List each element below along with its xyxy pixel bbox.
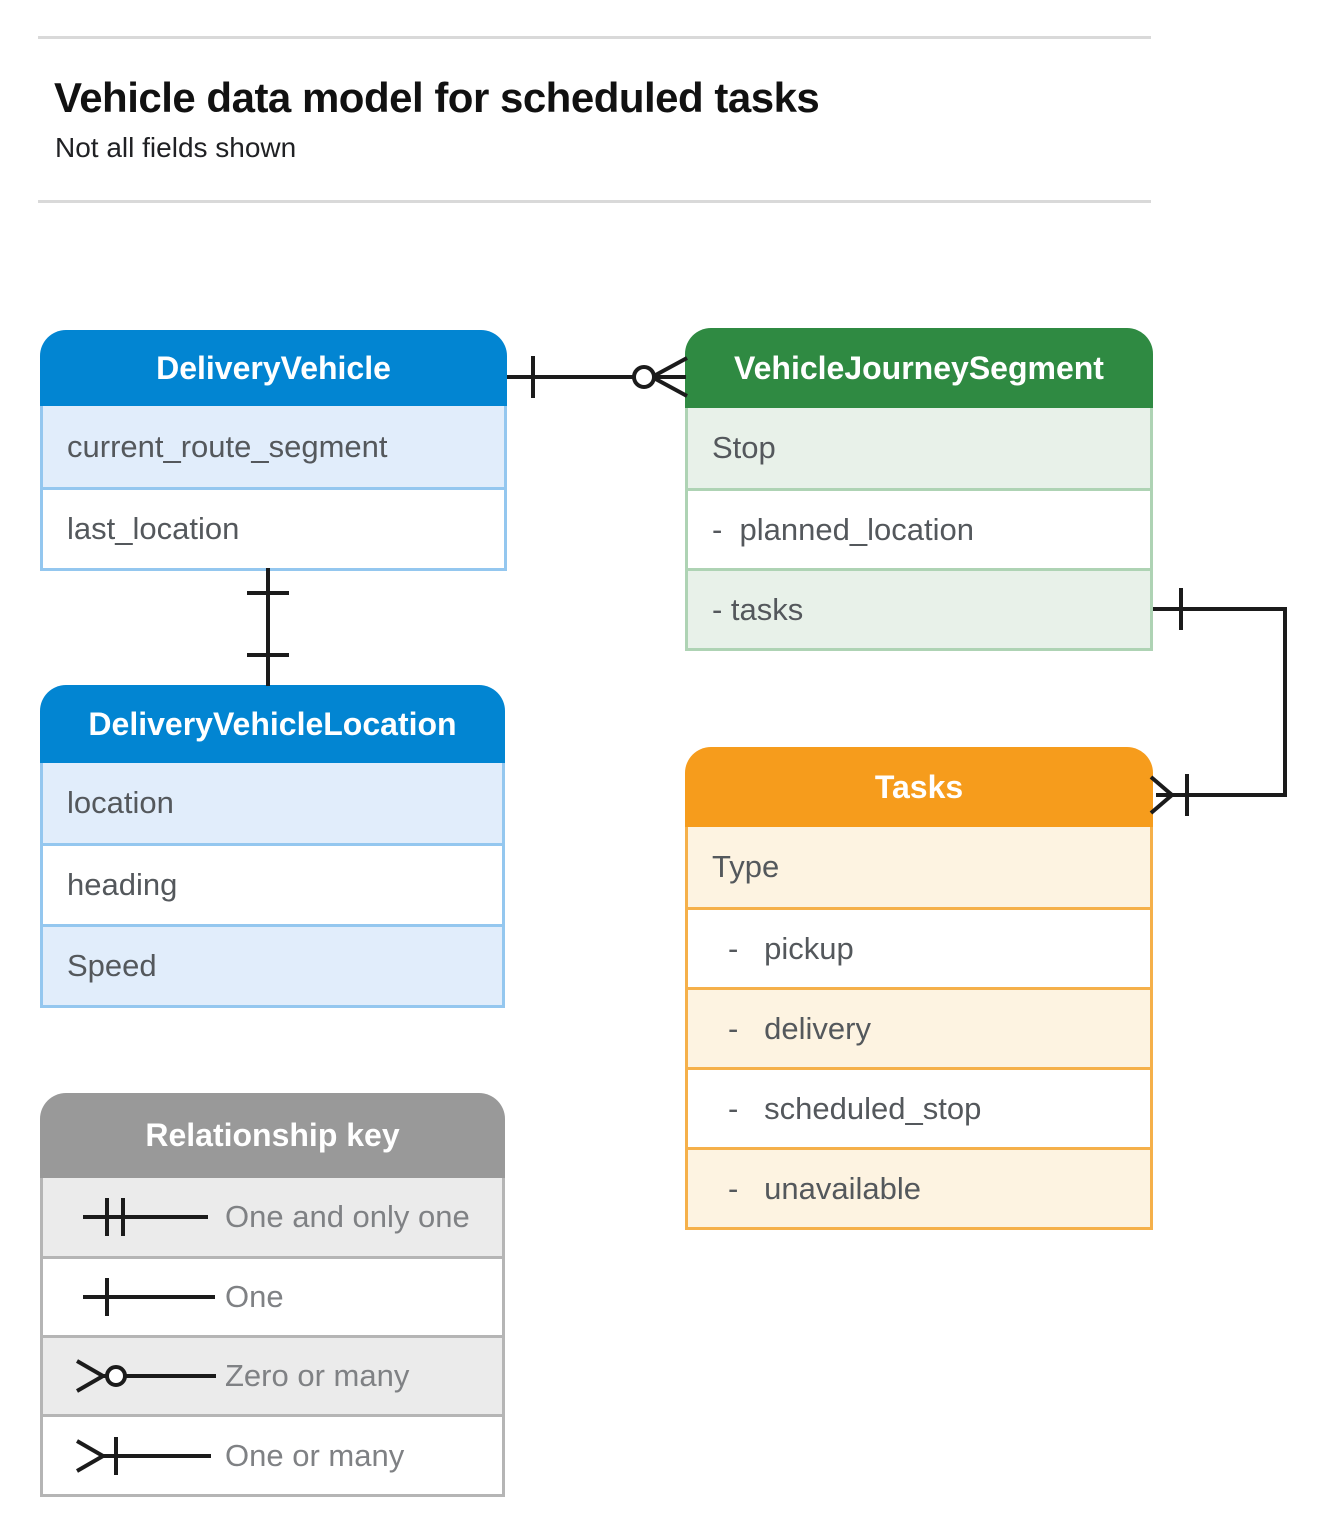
- header-divider: [38, 200, 1151, 203]
- legend-item-label: One: [225, 1279, 284, 1314]
- legend-title: Relationship key: [40, 1093, 505, 1178]
- zero-circle: [632, 365, 656, 389]
- entity-delivery-vehicle-fields: current_route_segment last_location: [40, 406, 507, 571]
- legend-item: One and only one: [43, 1178, 502, 1256]
- field-row: current_route_segment: [43, 406, 504, 487]
- entity-vehicle-journey-segment: VehicleJourneySegment Stop - planned_loc…: [685, 328, 1153, 651]
- crow-foot-lower: [1149, 793, 1174, 815]
- field-row: - unavailable: [688, 1147, 1150, 1227]
- crow-foot-upper: [1149, 775, 1174, 797]
- field-row: - planned_location: [688, 488, 1150, 568]
- field-row: - delivery: [688, 987, 1150, 1067]
- page-title: Vehicle data model for scheduled tasks: [54, 74, 820, 121]
- field-row: location: [43, 763, 502, 843]
- entity-tasks-title: Tasks: [685, 747, 1153, 827]
- legend-item-label: Zero or many: [225, 1358, 410, 1393]
- field-row: Type: [688, 827, 1150, 907]
- entity-delivery-vehicle-location-fields: location heading Speed: [40, 763, 505, 1008]
- legend-item: One or many: [43, 1414, 502, 1494]
- one-or-many-symbol: [76, 1436, 211, 1475]
- field-row: - scheduled_stop: [688, 1067, 1150, 1147]
- legend-item: Zero or many: [43, 1335, 502, 1414]
- field-row: Speed: [43, 924, 502, 1005]
- entity-delivery-vehicle: DeliveryVehicle current_route_segment la…: [40, 330, 507, 571]
- connector-deliveryvehicle-vehiclejourneysegment: [507, 356, 688, 398]
- zero-or-many-symbol: [76, 1359, 216, 1393]
- one-and-only-one-symbol: [83, 1198, 208, 1236]
- connector-vehiclejourneysegment-tasks: [1149, 588, 1287, 816]
- entity-delivery-vehicle-location: DeliveryVehicleLocation location heading…: [40, 685, 505, 1008]
- field-row: last_location: [43, 487, 504, 568]
- legend-item-label: One and only one: [225, 1199, 470, 1234]
- crow-foot-lower: [651, 375, 688, 398]
- entity-vehicle-journey-segment-title: VehicleJourneySegment: [685, 328, 1153, 408]
- crow-foot-upper: [651, 356, 688, 379]
- legend-item-label: One or many: [225, 1437, 405, 1473]
- connector-line: [1153, 607, 1287, 797]
- legend-item: One: [43, 1256, 502, 1335]
- entity-delivery-vehicle-title: DeliveryVehicle: [40, 330, 507, 406]
- connector-deliveryvehicle-deliveryvehiclelocation: [247, 568, 289, 686]
- legend-rows: One and only one One Zero or many: [40, 1178, 505, 1497]
- legend-box: Relationship key One and only one One: [40, 1093, 505, 1497]
- field-row: Stop: [688, 408, 1150, 488]
- field-row: heading: [43, 843, 502, 924]
- one-symbol: [83, 1278, 215, 1316]
- entity-tasks: Tasks Type - pickup - delivery - schedul…: [685, 747, 1153, 1230]
- page-subtitle: Not all fields shown: [55, 132, 297, 163]
- field-row: - tasks: [688, 568, 1150, 648]
- entity-vehicle-journey-segment-fields: Stop - planned_location - tasks: [685, 408, 1153, 651]
- entity-tasks-fields: Type - pickup - delivery - scheduled_sto…: [685, 827, 1153, 1230]
- field-row: - pickup: [688, 907, 1150, 987]
- entity-delivery-vehicle-location-title: DeliveryVehicleLocation: [40, 685, 505, 763]
- top-divider: [38, 36, 1151, 39]
